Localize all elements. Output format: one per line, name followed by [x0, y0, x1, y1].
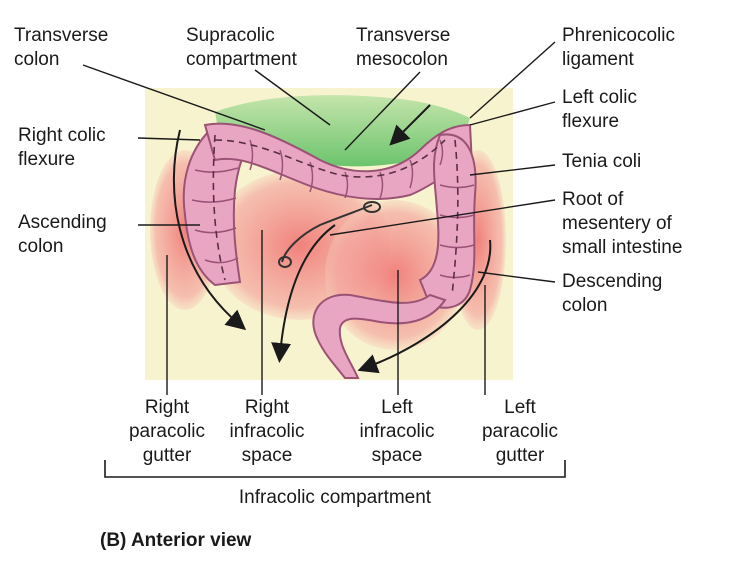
mesentery-end-top: [363, 201, 381, 213]
infracolic-bracket: [104, 460, 566, 478]
colon: [182, 122, 477, 379]
flow-arrows: [172, 104, 492, 374]
label-tenia-coli: Tenia coli: [562, 151, 642, 172]
figure-caption: (B) Anterior view: [100, 530, 252, 551]
label-infracolic-compartment: Infracolic compartment: [238, 487, 432, 508]
root-of-mesentery-shape: [281, 204, 373, 263]
mesentery-end-bottom: [278, 256, 292, 268]
leader-lines: [82, 41, 556, 395]
